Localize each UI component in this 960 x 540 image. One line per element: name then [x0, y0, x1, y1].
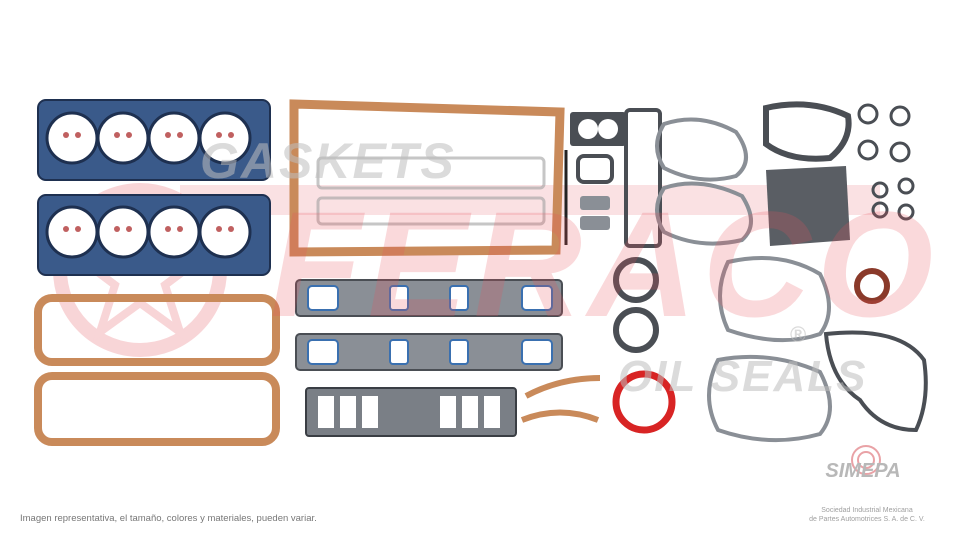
registered-mark: ®	[790, 322, 809, 347]
gaskets-watermark: GASKETS	[200, 133, 456, 189]
timing-chain-gasket	[766, 166, 850, 246]
disclaimer-text: Imagen representativa, el tamaño, colore…	[20, 513, 317, 524]
small-gaskets-cluster	[580, 196, 610, 230]
front-cover-gasket	[707, 354, 832, 443]
small-gasket-4	[889, 141, 911, 163]
egr-gasket	[576, 154, 614, 184]
front-crank-seal	[854, 268, 890, 304]
small-gasket-1	[857, 103, 879, 125]
simepa-subtitle-line1: Sociedad Industrial Mexicana	[821, 507, 913, 514]
intake-gasket-top	[295, 279, 563, 317]
exhaust-gasket-bottom	[316, 196, 546, 226]
small-gasket-8	[897, 203, 915, 221]
thermostat-gasket-top	[613, 257, 659, 303]
spacer-gasket	[624, 108, 662, 248]
rear-main-seal	[612, 370, 676, 434]
simepa-subtitle-line2: de Partes Automotrices S. A. de C. V.	[809, 516, 925, 523]
rear-seal-strip-top	[524, 375, 601, 399]
oil-pump-gasket	[763, 101, 852, 162]
timing-cover-gasket	[718, 256, 831, 343]
rear-seal-strip-bottom	[520, 409, 600, 423]
head-gasket-top	[37, 99, 271, 181]
water-pump-gasket-bottom	[655, 181, 753, 246]
thermostat-gasket-bottom	[613, 307, 659, 353]
intake-gasket-bottom	[295, 333, 563, 371]
simepa-logo-icon	[851, 445, 881, 475]
brand-watermark: FERACO	[270, 180, 940, 348]
timing-cover-right	[823, 330, 928, 433]
small-gasket-6	[897, 177, 915, 195]
oil-pan-gasket	[289, 99, 568, 257]
plenum-gasket	[305, 387, 517, 437]
small-gasket-2	[889, 105, 911, 127]
exhaust-gasket-top	[316, 156, 546, 190]
valve-cover-gasket-top	[34, 294, 280, 366]
small-gasket-5	[871, 181, 889, 199]
oil-seals-watermark: OIL SEALS	[618, 352, 868, 401]
valve-cover-gasket-bottom	[34, 372, 280, 446]
small-gasket-7	[871, 201, 889, 219]
simepa-name: SIMEPA	[825, 460, 901, 482]
carburetor-gasket	[570, 112, 626, 146]
small-gasket-3	[857, 139, 879, 161]
head-gasket-bottom	[37, 194, 271, 276]
water-pump-gasket-top	[655, 117, 748, 182]
